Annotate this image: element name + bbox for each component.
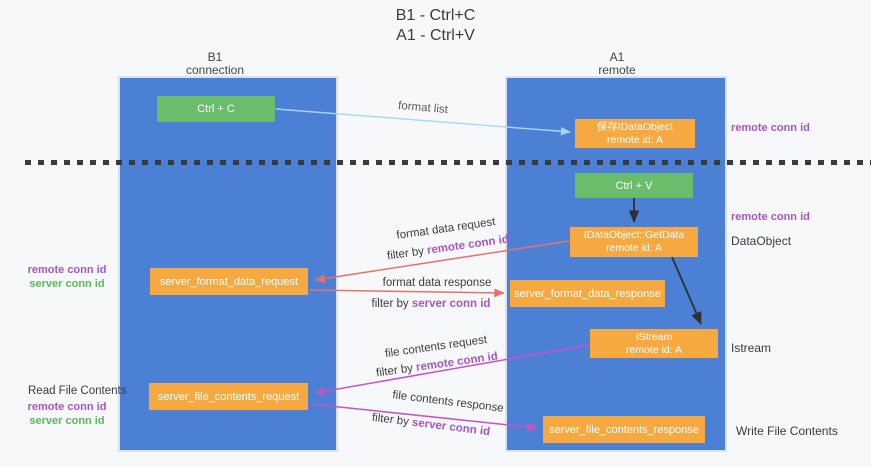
save-idataobject-line2: remote id: A bbox=[606, 133, 664, 146]
diagram-title: B1 - Ctrl+C A1 - Ctrl+V bbox=[0, 6, 871, 46]
right-remote-conn-id-top: remote conn id bbox=[731, 122, 810, 134]
server-conn-id-key: server conn id bbox=[411, 298, 491, 310]
remote-conn-id-key: remote conn id bbox=[426, 233, 510, 257]
filter-by-prefix: filter by bbox=[371, 298, 412, 310]
lane-header-b1: B1 connection bbox=[170, 51, 260, 77]
file-contents-response-label: file contents response bbox=[391, 389, 505, 415]
left-remote-conn-id-top: remote conn id bbox=[27, 264, 107, 276]
title-line-2: A1 - Ctrl+V bbox=[396, 27, 475, 44]
filter-by-prefix: filter by bbox=[386, 244, 428, 263]
server-conn-id-key: server conn id bbox=[411, 416, 491, 439]
ctrl-v-label: Ctrl + V bbox=[615, 179, 653, 192]
format-data-response-label: format data response bbox=[382, 277, 492, 289]
idataobject-getdata-line1: IDataObject::GetData bbox=[583, 229, 685, 241]
istream-box: IStream remote id: A bbox=[590, 329, 718, 358]
left-server-conn-id-top: server conn id bbox=[29, 278, 105, 290]
ctrl-v-box: Ctrl + V bbox=[575, 173, 693, 198]
write-file-contents-annotation: Write File Contents bbox=[736, 424, 838, 438]
phase-separator-dashed-line bbox=[25, 160, 871, 165]
istream-line2: remote id: A bbox=[625, 343, 683, 356]
server-format-data-request-label: server_format_data_request bbox=[159, 275, 299, 288]
istream-annotation: Istream bbox=[731, 341, 772, 355]
left-conn-id-group-top: remote conn id server conn id bbox=[22, 263, 112, 291]
format-data-response-filter-label: filter by server conn id bbox=[372, 298, 491, 310]
ctrl-c-label: Ctrl + C bbox=[197, 103, 235, 115]
read-file-contents-annotation: Read File Contents bbox=[28, 385, 127, 397]
ctrl-c-box: Ctrl + C bbox=[157, 96, 275, 122]
left-conn-id-group-bottom: remote conn id server conn id bbox=[22, 400, 112, 428]
idataobject-getdata-box: IDataObject::GetData remote id: A bbox=[570, 227, 698, 257]
lane-header-a1: A1 remote bbox=[572, 51, 662, 77]
left-server-conn-id-bottom: server conn id bbox=[29, 415, 105, 427]
dataobject-annotation: DataObject bbox=[731, 234, 792, 248]
save-idataobject-box: 保存IDataObject remote id: A bbox=[575, 119, 695, 148]
server-format-data-request-box: server_format_data_request bbox=[150, 268, 308, 295]
server-format-data-response-box: server_format_data_response bbox=[510, 280, 665, 307]
lane-b1-subtitle: connection bbox=[185, 63, 245, 77]
filter-by-prefix: filter by bbox=[375, 361, 417, 380]
save-idataobject-line1: 保存IDataObject bbox=[596, 120, 674, 133]
lane-b1-title: B1 bbox=[207, 50, 223, 64]
server-file-contents-request-box: server_file_contents_request bbox=[149, 383, 308, 410]
idataobject-getdata-line2: remote id: A bbox=[605, 242, 663, 254]
server-file-contents-response-box: server_file_contents_response bbox=[543, 416, 705, 443]
lane-a1-subtitle: remote bbox=[598, 63, 636, 77]
server-file-contents-response-label: server_file_contents_response bbox=[549, 423, 699, 436]
istream-line1: IStream bbox=[635, 330, 673, 343]
file-contents-response-filter-label: filter by server conn id bbox=[371, 412, 490, 438]
filter-by-prefix: filter by bbox=[371, 411, 413, 429]
arrow-format-data-response bbox=[309, 288, 505, 298]
format-list-label: format list bbox=[397, 99, 449, 117]
lane-a1-title: A1 bbox=[609, 50, 625, 64]
server-format-data-response-label: server_format_data_response bbox=[514, 287, 661, 300]
server-file-contents-request-label: server_file_contents_request bbox=[157, 390, 300, 403]
right-remote-conn-id-mid: remote conn id bbox=[731, 211, 810, 223]
left-remote-conn-id-bottom: remote conn id bbox=[27, 401, 107, 413]
title-line-1: B1 - Ctrl+C bbox=[395, 7, 476, 24]
